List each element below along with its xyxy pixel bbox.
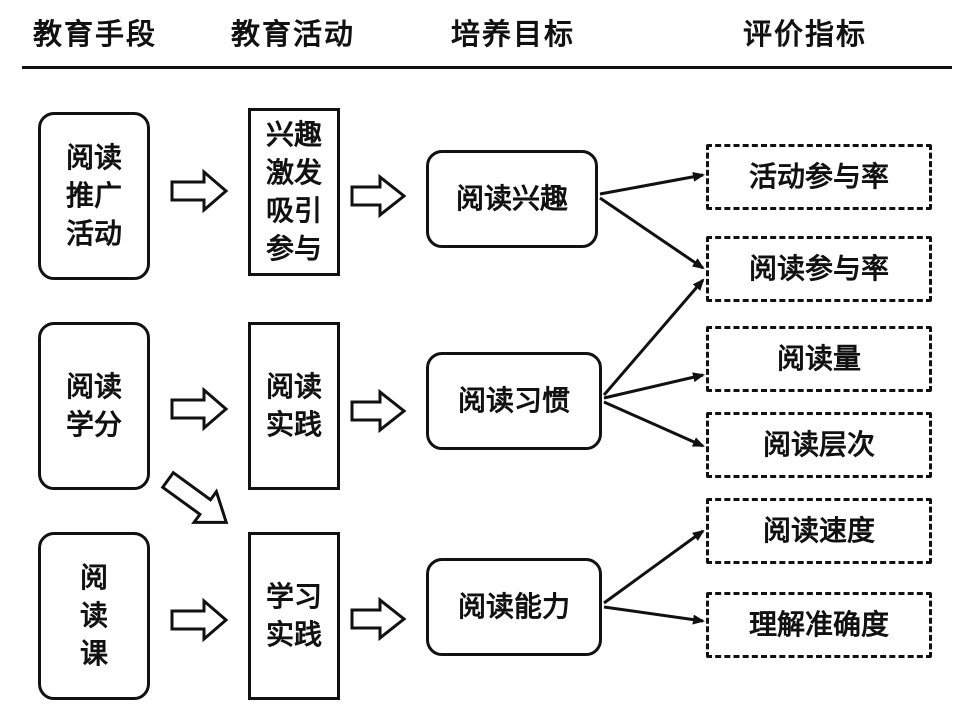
indicator-activity-participation: 活动参与率 [706, 144, 932, 210]
activity-learning-practice-label: 学习 实践 [265, 580, 322, 651]
indicator-reading-speed: 阅读速度 [706, 498, 932, 564]
arrow-goal1-ind2 [599, 196, 705, 270]
means-reading-credits-label: 阅读 学分 [65, 370, 122, 441]
indicator-comprehension-accuracy: 理解准确度 [706, 592, 932, 658]
hollow-arrow-act3-goal3 [350, 596, 407, 642]
activity-interest-engagement: 兴趣 激发 吸引 参与 [248, 108, 340, 276]
means-reading-promotion-label: 阅读 推广 活动 [65, 141, 122, 250]
indicator-comprehension-accuracy-label: 理解准确度 [748, 608, 889, 641]
arrow-goal1-ind1 [599, 171, 705, 196]
activity-reading-practice-label: 阅读 实践 [265, 370, 322, 441]
goal-reading-ability: 阅读能力 [426, 558, 602, 656]
goal-reading-interest-label: 阅读兴趣 [455, 182, 568, 215]
indicator-reading-level-label: 阅读层次 [762, 428, 875, 461]
header-activities: 教育活动 [230, 17, 355, 51]
hollow-arrow-act1-goal1 [350, 173, 407, 219]
hollow-arrow-means3-act3 [170, 597, 229, 643]
goal-reading-habit: 阅读习惯 [426, 352, 602, 450]
hollow-arrow-act2-goal2 [350, 388, 407, 434]
hollow-arrow-means2-act3 [160, 470, 229, 524]
header-means: 教育手段 [32, 17, 157, 51]
means-reading-credits: 阅读 学分 [38, 322, 150, 490]
hollow-arrow-means2-act2 [170, 386, 229, 432]
indicator-reading-level: 阅读层次 [706, 412, 932, 478]
indicator-reading-participation: 阅读参与率 [706, 236, 932, 302]
means-reading-promotion: 阅读 推广 活动 [38, 112, 150, 280]
indicator-reading-volume: 阅读量 [706, 326, 932, 392]
header-goals: 培养目标 [450, 17, 575, 51]
header-divider [22, 66, 952, 69]
goal-reading-ability-label: 阅读能力 [457, 590, 570, 623]
activity-reading-practice: 阅读 实践 [248, 322, 340, 490]
arrow-goal3-ind5 [603, 529, 705, 605]
goal-reading-interest: 阅读兴趣 [426, 150, 598, 248]
means-reading-class: 阅 读 课 [38, 532, 150, 700]
indicator-reading-participation-label: 阅读参与率 [748, 252, 889, 285]
arrow-goal3-ind6 [603, 605, 705, 625]
arrow-goal2-ind2 [602, 278, 705, 396]
indicator-reading-speed-label: 阅读速度 [762, 514, 875, 547]
header-indicators: 评价指标 [742, 17, 867, 51]
activity-interest-engagement-label: 兴趣 激发 吸引 参与 [265, 118, 322, 265]
goal-reading-habit-label: 阅读习惯 [457, 384, 570, 417]
indicator-activity-participation-label: 活动参与率 [748, 160, 889, 193]
activity-learning-practice: 学习 实践 [248, 532, 340, 700]
hollow-arrow-means1-act1 [170, 168, 229, 214]
arrow-goal2-ind4 [603, 400, 705, 448]
indicator-reading-volume-label: 阅读量 [776, 342, 861, 375]
means-reading-class-label: 阅 读 课 [79, 561, 108, 670]
arrow-goal2-ind3 [603, 372, 705, 400]
